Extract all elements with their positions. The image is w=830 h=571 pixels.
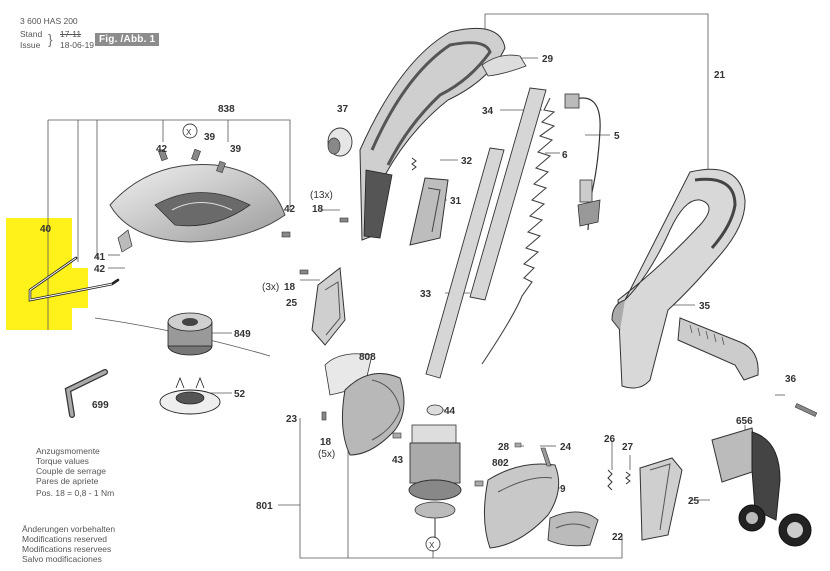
stand-value: 17-11 <box>60 29 82 39</box>
torque-note-value: Pos. 18 = 0,8 - 1 Nm <box>36 488 115 498</box>
label-5x: (5x) <box>318 449 335 460</box>
part-37-knob <box>327 127 353 157</box>
label-699: 699 <box>92 400 109 411</box>
label-x-bottom: X <box>429 541 435 550</box>
label-26: 26 <box>604 434 616 445</box>
label-22: 22 <box>612 532 624 543</box>
label-32: 32 <box>461 156 473 167</box>
label-6: 6 <box>562 150 568 161</box>
torque-note-fr: Couple de serrage <box>36 466 106 476</box>
label-29: 29 <box>542 54 554 65</box>
change-note-es: Salvo modificaciones <box>22 554 102 564</box>
label-13x: (13x) <box>310 190 333 201</box>
label-43: 43 <box>392 455 404 466</box>
label-42-right: 42 <box>284 204 296 215</box>
label-33: 33 <box>420 289 432 300</box>
doc-number: 3 600 HAS 200 <box>20 16 78 26</box>
label-801: 801 <box>256 501 273 512</box>
part-25-cover-left <box>311 267 346 346</box>
label-18-c: 18 <box>320 437 332 448</box>
part-35-grip <box>677 317 759 381</box>
label-3x: (3x) <box>262 282 279 293</box>
label-5: 5 <box>614 131 620 142</box>
label-808: 808 <box>359 352 376 363</box>
label-39-left: 39 <box>204 132 216 143</box>
part-40-highlight <box>6 218 72 330</box>
label-23: 23 <box>286 414 298 425</box>
label-25-right: 25 <box>688 496 700 507</box>
label-9: 9 <box>560 484 566 495</box>
label-34: 34 <box>482 106 494 117</box>
part-motor <box>408 424 462 538</box>
label-802: 802 <box>492 458 509 469</box>
label-28: 28 <box>498 442 510 453</box>
part-849-spool <box>167 312 213 356</box>
label-39-right: 39 <box>230 144 242 155</box>
part-656-wheel-set <box>711 427 812 547</box>
label-24: 24 <box>560 442 572 453</box>
label-42-top: 42 <box>156 144 168 155</box>
change-note-en: Modifications reserved <box>22 534 108 544</box>
torque-note-title: Anzugsmomente <box>36 446 100 456</box>
label-849: 849 <box>234 329 251 340</box>
part-34-tube <box>469 87 547 301</box>
label-18-a: 18 <box>312 204 324 215</box>
label-42-left: 42 <box>94 264 106 275</box>
label-52: 52 <box>234 389 246 400</box>
part-25-cover-right <box>639 457 683 541</box>
part-5-power-cable <box>571 97 601 231</box>
torque-note-es: Pares de apriete <box>36 476 99 486</box>
issue-value: 18-06-19 <box>60 40 95 50</box>
part-40-highlight-tail <box>66 268 88 308</box>
part-33-tube <box>425 147 505 379</box>
label-656: 656 <box>736 416 753 427</box>
change-note-fr: Modifications reservees <box>22 544 112 554</box>
label-44: 44 <box>444 406 456 417</box>
part-52-spool-cap <box>159 376 221 415</box>
label-37: 37 <box>337 104 349 115</box>
part-802-motor-housing <box>483 463 560 549</box>
change-note-de: Änderungen vorbehalten <box>22 524 116 534</box>
part-808-motor-housing <box>341 373 405 456</box>
stand-label: Stand <box>20 29 43 39</box>
label-18-b: 18 <box>284 282 296 293</box>
label-838: 838 <box>218 104 235 115</box>
torque-note-en: Torque values <box>36 456 89 466</box>
label-27: 27 <box>622 442 634 453</box>
part-6-cable <box>481 97 556 365</box>
label-25-left: 25 <box>286 298 298 309</box>
label-36: 36 <box>785 374 797 385</box>
label-41: 41 <box>94 252 106 263</box>
part-9-cover <box>547 511 599 547</box>
part-29-clip <box>481 54 527 77</box>
label-40: 40 <box>40 224 52 235</box>
label-35: 35 <box>699 301 711 312</box>
label-21: 21 <box>714 70 726 81</box>
label-31: 31 <box>450 196 462 207</box>
label-x-top: X <box>186 128 192 137</box>
part-21-front-handle <box>617 168 746 389</box>
issue-label: Issue <box>20 40 41 50</box>
header-brace: } <box>48 31 53 47</box>
figure-tag: Fig. /Abb. 1 <box>95 33 160 46</box>
part-31-trigger <box>409 177 449 246</box>
part-handle-housing <box>359 27 506 241</box>
